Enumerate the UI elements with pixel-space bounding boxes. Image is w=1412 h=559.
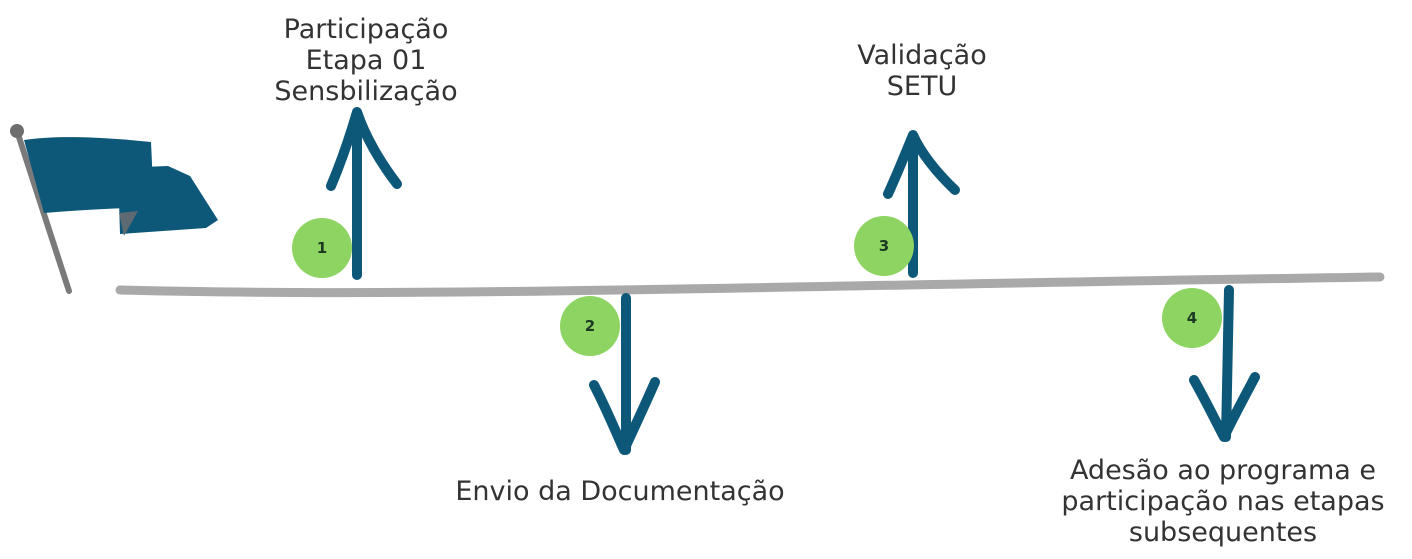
badge-number: 3 xyxy=(879,237,889,255)
step-1-badge: 1 xyxy=(292,218,352,278)
step-4-label-line: subsequentes xyxy=(1128,517,1318,548)
step-2-arrow xyxy=(589,293,660,455)
badge-circle xyxy=(292,218,352,278)
step-2-label: Envio da Documentação xyxy=(410,476,830,507)
step-4-label: Adesão ao programa e participação nas et… xyxy=(1036,455,1410,548)
step-3-label-line: SETU xyxy=(886,71,958,102)
badge-circle xyxy=(854,216,914,276)
step-3-label: Validação SETU xyxy=(812,40,1032,102)
badge-circle xyxy=(560,296,620,356)
flag-pole xyxy=(14,128,72,294)
badge-number: 4 xyxy=(1187,309,1197,327)
step-1-label-line: Sensbilização xyxy=(274,76,458,107)
step-4-label-line: participação nas etapas xyxy=(1061,486,1385,517)
arrow-up-icon xyxy=(326,107,402,280)
timeline-line xyxy=(115,272,1385,298)
step-2-label-line: Envio da Documentação xyxy=(455,476,785,507)
step-1-label: Participação Etapa 01 Sensbilização xyxy=(258,14,474,107)
step-3-label-line: Validação xyxy=(857,40,987,71)
flag-pole-knob xyxy=(10,124,24,138)
arrow-down-icon xyxy=(589,293,660,455)
badge-number: 2 xyxy=(585,317,595,335)
step-1-arrow xyxy=(326,107,402,280)
step-4-label-line: Adesão ao programa e xyxy=(1069,455,1377,486)
step-1-label-line: Etapa 01 xyxy=(305,45,427,76)
badge-number: 1 xyxy=(317,239,327,257)
arrow-down-icon xyxy=(1189,285,1260,442)
badge-circle xyxy=(1162,288,1222,348)
step-4-badge: 4 xyxy=(1162,288,1222,348)
step-4-arrow xyxy=(1189,285,1260,442)
flag-icon xyxy=(10,124,218,294)
step-1-label-line: Participação xyxy=(283,14,449,45)
step-2-badge: 2 xyxy=(560,296,620,356)
step-3-badge: 3 xyxy=(854,216,914,276)
flag-fold xyxy=(119,211,138,236)
flag-front-cloth xyxy=(24,137,154,213)
